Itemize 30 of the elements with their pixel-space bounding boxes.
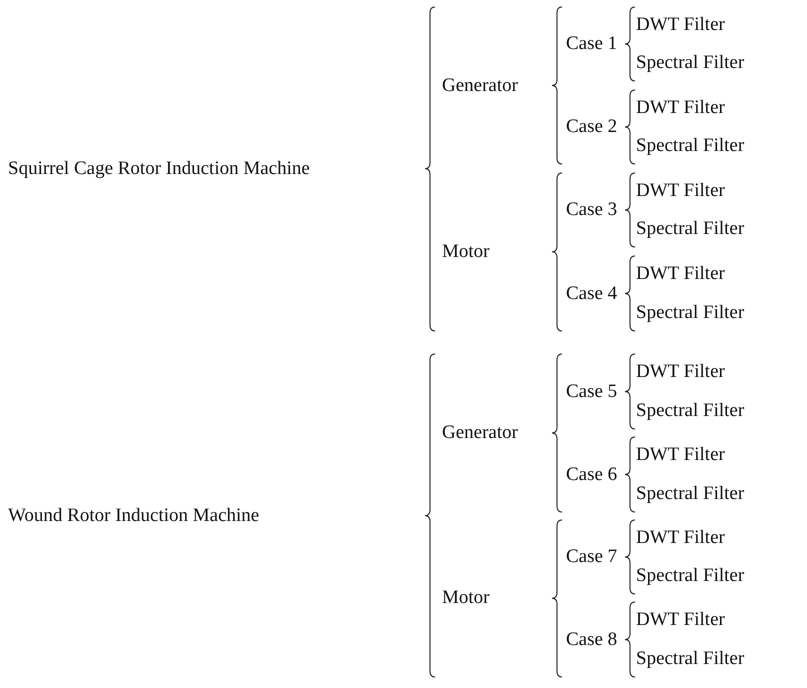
tree-label: Case 2	[566, 116, 618, 138]
tree-label: DWT Filter	[636, 97, 725, 119]
tree-label: Spectral Filter	[636, 135, 744, 157]
tree-label: Spectral Filter	[636, 400, 744, 422]
tree-label: DWT Filter	[636, 263, 725, 285]
tree-label: DWT Filter	[636, 14, 725, 36]
tree-label: Case 1	[566, 33, 618, 55]
tree-label: Case 8	[566, 628, 618, 650]
tree-label: Motor	[442, 240, 490, 263]
tree-label: DWT Filter	[636, 444, 725, 466]
tree-label: DWT Filter	[636, 527, 725, 549]
tree-label: Spectral Filter	[636, 648, 744, 670]
tree-label: Generator	[442, 422, 518, 444]
tree-label: DWT Filter	[636, 361, 725, 383]
tree-label: DWT Filter	[636, 180, 725, 202]
tree-label: Spectral Filter	[636, 302, 744, 324]
tree-label: Spectral Filter	[636, 483, 744, 505]
tree-label: Spectral Filter	[636, 218, 744, 240]
tree-label: Case 5	[566, 380, 618, 402]
tree-label: Case 4	[566, 282, 618, 304]
tree-label: DWT Filter	[636, 609, 725, 631]
tree-label: Wound Rotor Induction Machine	[8, 504, 260, 527]
tree-label: Spectral Filter	[636, 565, 744, 587]
tree-label: Spectral Filter	[636, 52, 744, 74]
tree-label: Squirrel Cage Rotor Induction Machine	[8, 158, 310, 180]
tree-label: Case 7	[566, 546, 618, 568]
tree-label: Generator	[442, 74, 518, 96]
tree-label: Case 3	[566, 199, 618, 221]
tree-label: Motor	[442, 587, 490, 610]
tree-label: Case 6	[566, 464, 618, 486]
